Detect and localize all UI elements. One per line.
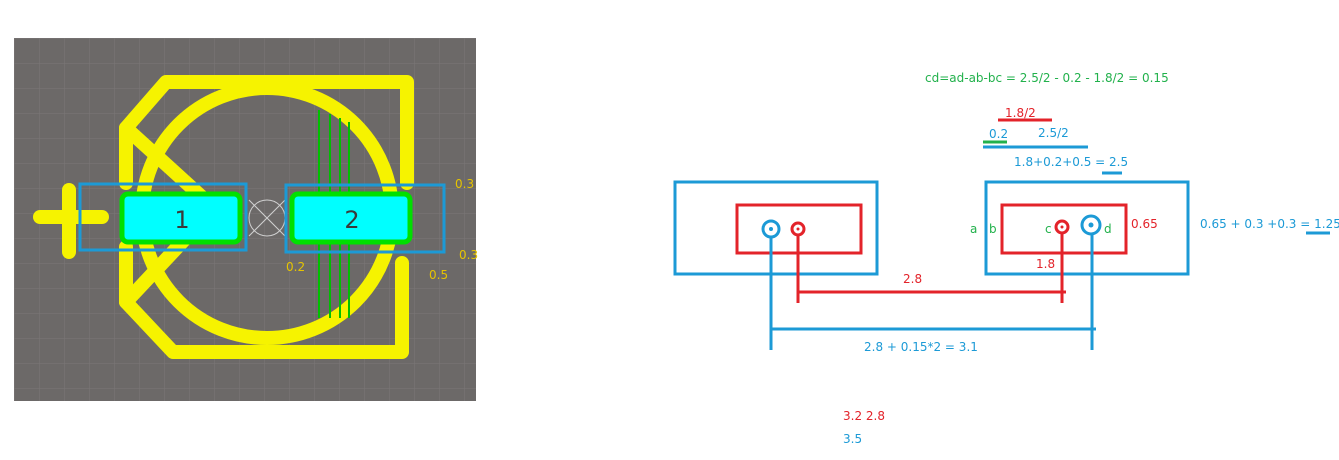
sketch-blue-circle-left-dot [769, 227, 773, 231]
label-half-1.8: 1.8/2 [1005, 106, 1036, 120]
pad-1 [119, 191, 243, 245]
formula-sum-2.5: 1.8+0.2+0.5 = 2.5 [1014, 155, 1128, 169]
pcb-dim-0.3-top: 0.3 [455, 177, 474, 191]
sketch-red-box-right [1000, 203, 1128, 255]
pcb-dim-0.2: 0.2 [286, 260, 305, 274]
pad-2 [289, 191, 413, 245]
sketch-red-circle-left-dot [796, 227, 800, 231]
silkscreen-outline-top [119, 75, 414, 190]
pad-1-label: 1 [174, 206, 189, 234]
point-label-a: a [970, 222, 977, 236]
note-blue-value: 3.5 [843, 432, 862, 446]
sketch-blue-circle-right-dot [1088, 222, 1094, 228]
point-label-d: d [1104, 222, 1112, 236]
pcb-dim-0.5: 0.5 [429, 268, 448, 282]
label-0.65: 0.65 [1131, 217, 1158, 231]
label-1.8: 1.8 [1036, 257, 1055, 271]
note-red-values: 3.2 2.8 [843, 409, 885, 423]
label-2.8: 2.8 [903, 272, 922, 286]
formula-sum-3.1: 2.8 + 0.15*2 = 3.1 [864, 340, 978, 354]
pad-1-courtyard [78, 182, 248, 252]
silkscreen-outline-bottom [119, 240, 409, 359]
pcb-dim-0.3-bottom: 0.3 [459, 248, 478, 262]
sketch-blue-box-right [984, 180, 1190, 276]
label-0.2: 0.2 [989, 127, 1008, 141]
point-label-b: b [989, 222, 997, 236]
label-half-2.5: 2.5/2 [1038, 126, 1069, 140]
formula-sum-1.25: 0.65 + 0.3 +0.3 = 1.25 [1200, 217, 1339, 231]
point-label-c: c [1045, 222, 1052, 236]
sketch-red-circle-right-dot [1060, 225, 1064, 229]
silkscreen-diagonal [119, 121, 210, 205]
pcb-footprint-view: 1 2 [14, 38, 476, 401]
sketch-blue-box-left [673, 180, 879, 276]
pad-2-courtyard [284, 183, 446, 254]
formula-cd: cd=ad-ab-bc = 2.5/2 - 0.2 - 1.8/2 = 0.15 [925, 71, 1169, 85]
dimension-sketch [673, 118, 1330, 350]
pad-2-label: 2 [344, 206, 359, 234]
